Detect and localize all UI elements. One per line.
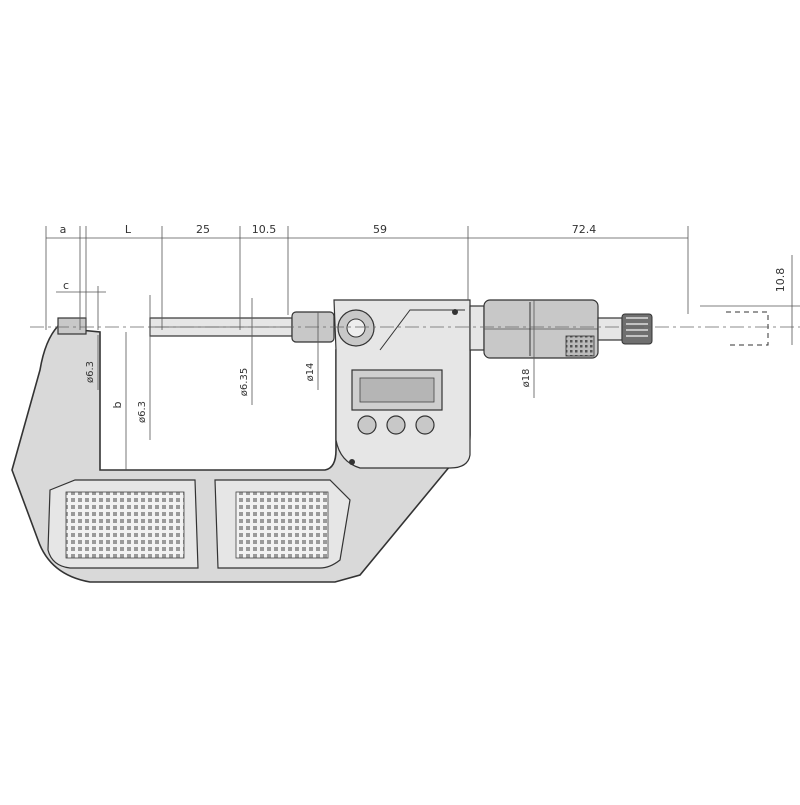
grip-pattern-left xyxy=(65,491,185,559)
lock-knob-center xyxy=(346,318,366,338)
dim-72-4-label: 72.4 xyxy=(572,223,597,236)
thimble-dia-label: ø18 xyxy=(521,369,532,388)
housing-slant xyxy=(379,309,465,351)
throat-label: b xyxy=(111,401,124,408)
dim-10-5-label: 10.5 xyxy=(252,223,277,236)
anvil-dia-label: ø6.3 xyxy=(85,361,96,383)
dim-59-label: 59 xyxy=(373,223,387,236)
dim-25-label: 25 xyxy=(196,223,210,236)
screw-dot xyxy=(349,459,355,465)
thimble-sleeve xyxy=(469,305,485,351)
sleeve-dia-label: ø6.35 xyxy=(239,368,250,396)
screw-dot-2 xyxy=(452,309,458,315)
dim-a-label: a xyxy=(60,223,67,236)
lcd-window xyxy=(359,377,435,403)
frame-inner-throat xyxy=(99,332,325,471)
dim-10-8-label: 10.8 xyxy=(774,268,787,293)
thimble-scale xyxy=(565,335,595,357)
stem-dia-label: ø14 xyxy=(305,363,316,382)
grip-pattern-right xyxy=(235,491,329,559)
dim-L-label: L xyxy=(125,223,132,236)
button-2 xyxy=(386,415,406,435)
anvil xyxy=(57,317,87,335)
spindle-dia-label: ø6.3 xyxy=(137,401,148,423)
ratchet-neck xyxy=(597,317,623,341)
ratchet-ghost xyxy=(726,311,769,346)
dim-c-label: c xyxy=(63,279,69,292)
button-3 xyxy=(415,415,435,435)
button-1 xyxy=(357,415,377,435)
